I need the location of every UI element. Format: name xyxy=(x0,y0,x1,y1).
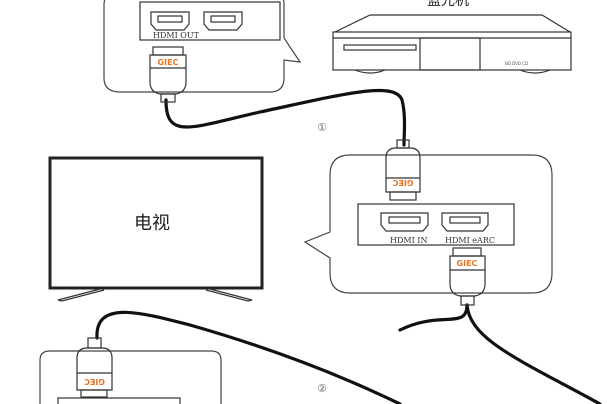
svg-text:GIEC: GIEC xyxy=(84,377,105,386)
step-2-marker: ② xyxy=(317,382,327,395)
svg-text:GIEC: GIEC xyxy=(392,178,413,187)
cable-2-end xyxy=(465,303,602,404)
hdmi-plug: GIEC xyxy=(149,46,187,103)
blu-ray-player: 蓝光机 BD DVD CD xyxy=(332,0,572,74)
svg-text:BD DVD CD: BD DVD CD xyxy=(505,61,528,66)
hdmi-plug: GIEC xyxy=(385,139,421,201)
hdmi-earc-callout: HDMI IN HDMI eARC GIEC GIEC xyxy=(303,139,553,306)
hdmi-in-label: HDMI IN xyxy=(390,236,427,245)
step-1-marker: ① xyxy=(317,121,327,134)
television: 电视 xyxy=(48,156,264,302)
player-label: 蓝光机 xyxy=(427,0,469,9)
tv-port-callout: GIEC xyxy=(39,337,222,404)
svg-text:GIEC: GIEC xyxy=(457,259,478,268)
hdmi-earc-label: HDMI eARC xyxy=(445,236,495,245)
cable-1 xyxy=(164,88,407,147)
hdmi-out-label: HDMI OUT xyxy=(153,31,200,40)
tv-label: 电视 xyxy=(134,213,170,234)
hdmi-out-callout: HDMI OUT GIEC xyxy=(103,0,302,103)
svg-text:GIEC: GIEC xyxy=(158,58,179,67)
hdmi-plug: GIEC xyxy=(449,247,486,306)
hdmi-plug: GIEC xyxy=(76,337,113,398)
cable-2 xyxy=(95,303,469,404)
